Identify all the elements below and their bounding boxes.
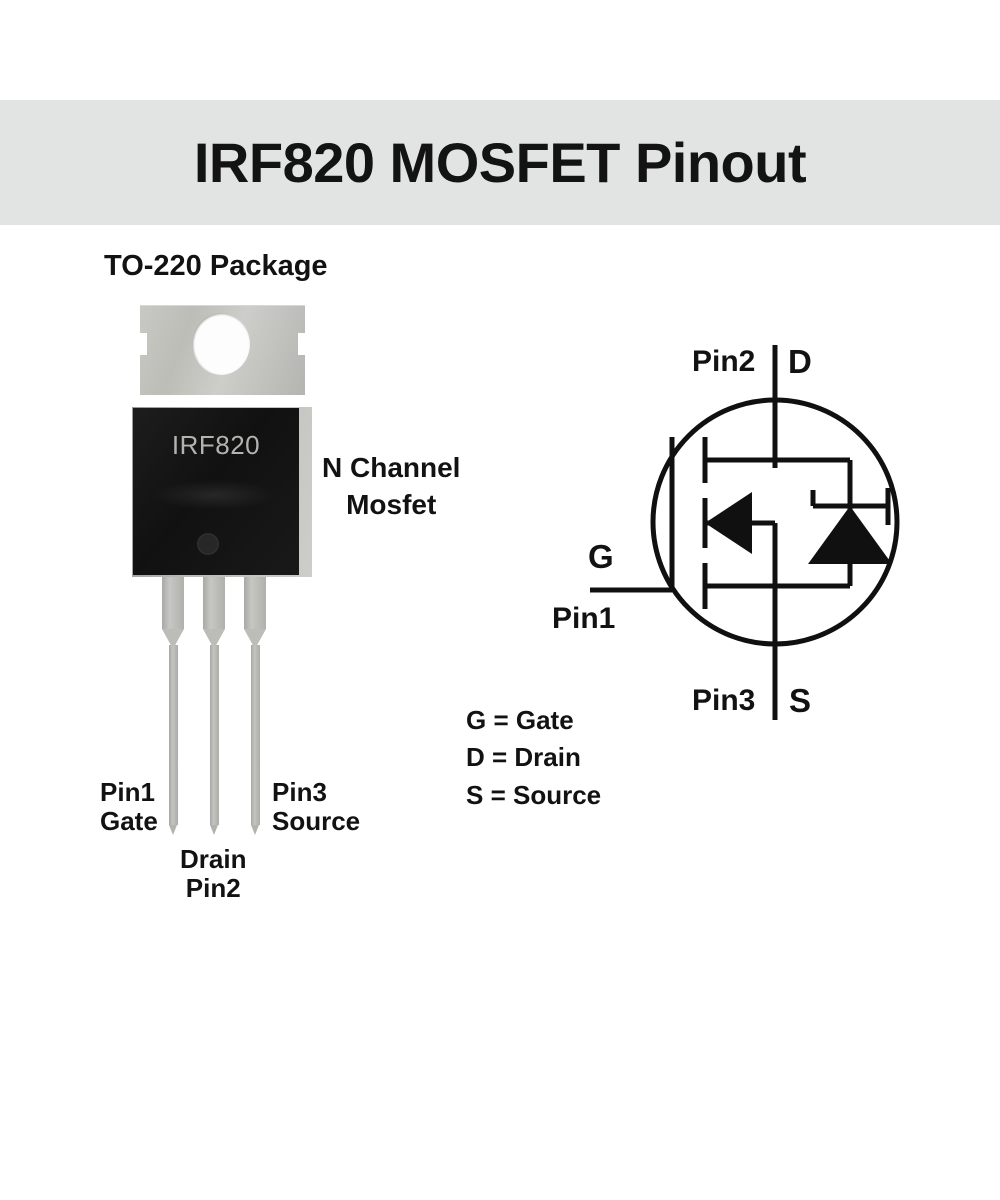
pin2-callout: Drain Pin2 [180, 844, 247, 904]
lead-3-tip [250, 825, 259, 835]
lead-2-taper [203, 629, 225, 649]
lead-1-taper [162, 629, 184, 649]
pin3-number: Pin3 [272, 777, 327, 807]
lead-1-tip [168, 825, 177, 835]
tab-notch-left [140, 333, 147, 355]
lead-3-wide [244, 577, 266, 629]
package-body: IRF820 [133, 408, 299, 575]
terminal-legend: G = Gate D = Drain S = Source [466, 702, 601, 814]
lead-2-wide [203, 577, 225, 629]
pin1-function: Gate [100, 806, 158, 837]
schematic-source-pin-label: Pin3 [692, 684, 756, 717]
device-type-line-2: Mosfet [346, 488, 437, 520]
pin1-callout: Pin1 Gate [100, 777, 158, 837]
pin3-callout: Pin3 Source [272, 777, 361, 837]
lead-2-thin [209, 645, 219, 825]
to220-package-illustration: IRF820 [120, 295, 320, 840]
page-title: IRF820 MOSFET Pinout [193, 131, 807, 194]
part-number-marking: IRF820 [171, 430, 261, 460]
lead-2-tip [209, 825, 218, 835]
schematic-source-terminal-label: S [789, 682, 812, 719]
legend-item-source: S = Source [466, 779, 602, 810]
lead-1-thin [168, 645, 178, 825]
lead-3-thin [250, 645, 260, 825]
schematic-drain-terminal-label: D [788, 343, 812, 380]
pin2-number: Pin2 [185, 873, 241, 904]
mosfet-symbol-svg [590, 345, 900, 720]
device-type-note: N Channel Mosfet [322, 450, 460, 524]
lead-3-taper [244, 629, 266, 649]
manufacturer-logo-icon [197, 533, 219, 555]
lead-1-wide [162, 577, 184, 629]
mounting-hole [192, 313, 250, 375]
device-type-line-1: N Channel [322, 452, 461, 483]
mosfet-schematic-symbol [520, 320, 940, 750]
title-banner: IRF820 MOSFET Pinout [0, 100, 1000, 225]
pin2-function: Drain [180, 844, 247, 874]
body-diode-triangle [808, 506, 892, 564]
channel-arrowhead [705, 492, 752, 554]
pin1-number: Pin1 [100, 777, 155, 807]
schematic-drain-pin-label: Pin2 [692, 345, 756, 378]
schematic-gate-pin-label: Pin1 [552, 602, 616, 635]
package-caption: TO-220 Package [104, 250, 328, 282]
schematic-gate-terminal-label: G [588, 538, 614, 575]
body-sheen [153, 480, 275, 510]
legend-item-gate: G = Gate [466, 705, 574, 735]
pin3-function: Source [272, 806, 361, 837]
tab-notch-right [298, 333, 305, 355]
legend-item-drain: D = Drain [466, 742, 581, 773]
